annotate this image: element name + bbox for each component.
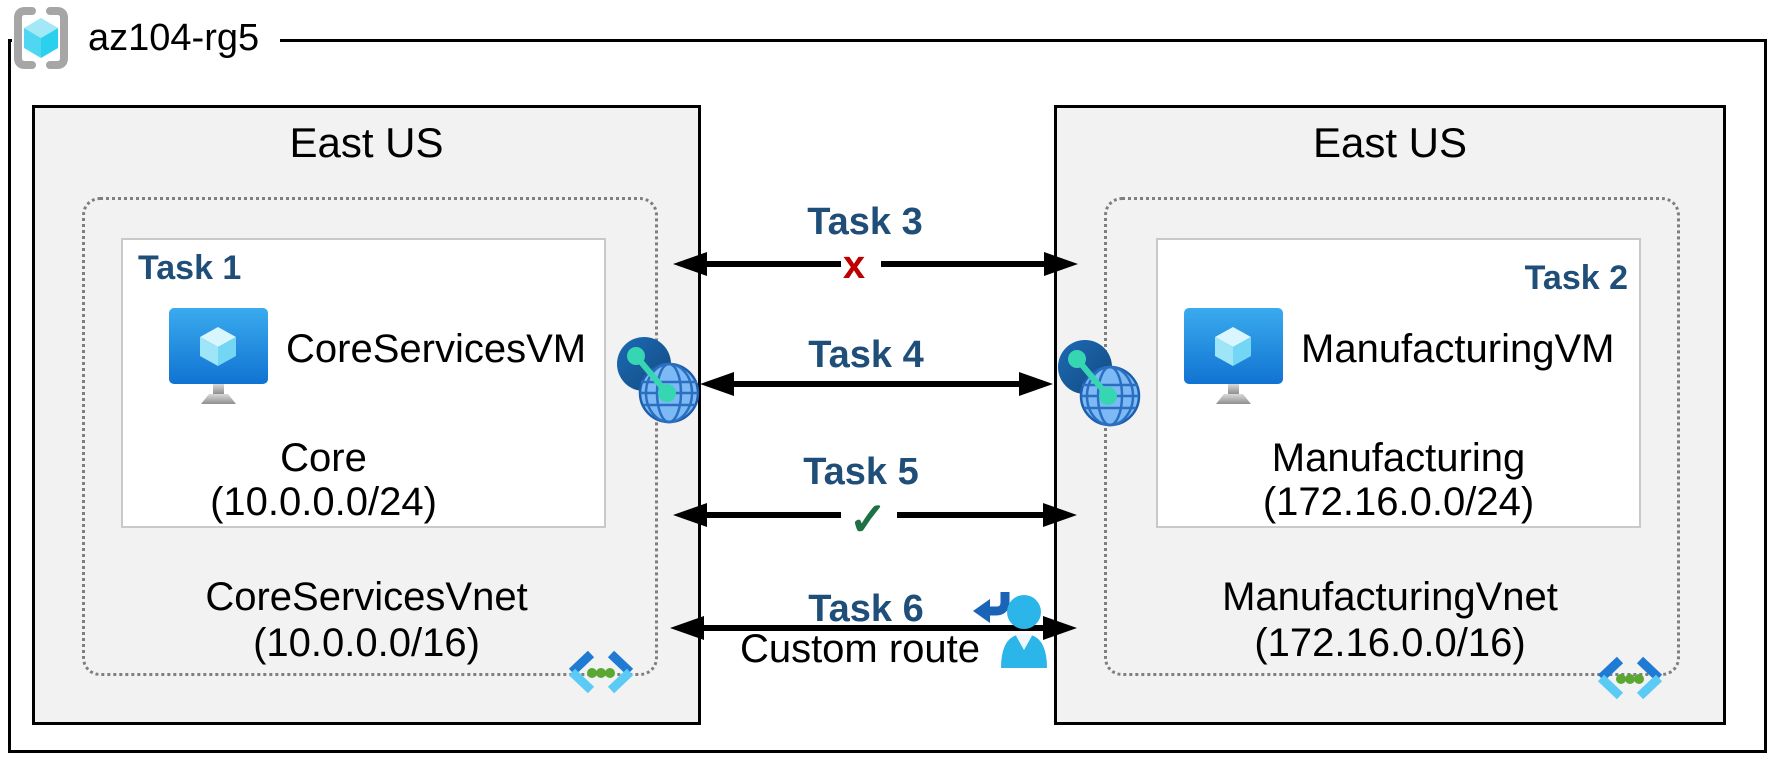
- vnet-manufacturing-box: [1104, 197, 1680, 676]
- vnet-coreservices-box: [82, 197, 658, 676]
- allowed-check-marker: ✓: [848, 493, 888, 545]
- resource-group-name: az104-rg5: [88, 16, 260, 59]
- virtual-machine-icon: [1184, 308, 1283, 404]
- region-core-eastus: East US Task 1 CoreSer: [32, 105, 701, 725]
- return-arrow-icon: [973, 592, 1010, 623]
- vnet-name: ManufacturingVnet: [1222, 575, 1558, 619]
- network-peering-icon: [1058, 340, 1141, 427]
- task-3-label: Task 3: [807, 201, 923, 243]
- virtual-network-icon: [1597, 656, 1663, 700]
- vnet-cidr: (10.0.0.0/16): [253, 621, 480, 665]
- region-manufacturing-eastus: East US Task 2 ManufacturingVM Manufactu…: [1054, 105, 1726, 725]
- resource-group-icon: [14, 6, 68, 69]
- subnet-cidr: (172.16.0.0/24): [1262, 480, 1535, 524]
- resource-group-border: [8, 39, 1767, 753]
- task-6-label: Task 6: [808, 588, 924, 630]
- task-5-arrow: [673, 503, 1077, 527]
- vm-name: ManufacturingVM: [1301, 327, 1615, 371]
- task-4-arrow: [700, 372, 1053, 396]
- subnet-cidr: (10.0.0.0/24): [210, 480, 437, 524]
- virtual-network-icon: [568, 650, 634, 694]
- task-3-arrow: [673, 252, 1078, 276]
- vm-name: CoreServicesVM: [286, 327, 587, 371]
- task-6-arrow: [670, 616, 1077, 640]
- custom-route-note: Custom route: [739, 627, 981, 671]
- subnet-name: Manufacturing: [1271, 436, 1526, 480]
- resource-group-label: az104-rg5: [12, 0, 280, 76]
- user-icon: [973, 592, 1047, 668]
- task-4-label: Task 4: [808, 334, 924, 376]
- network-peering-icon: [617, 337, 700, 424]
- subnet-core-box: Task 1 CoreServicesVM Core: [121, 238, 606, 528]
- task-5-label: Task 5: [803, 451, 919, 493]
- virtual-machine-icon: [169, 308, 268, 404]
- task-2-heading: Task 2: [1524, 259, 1628, 297]
- region-title: East US: [1312, 119, 1468, 166]
- blocked-x-marker: x: [842, 243, 866, 287]
- vnet-name: CoreServicesVnet: [205, 575, 528, 619]
- region-title: East US: [289, 119, 444, 166]
- vnet-cidr: (172.16.0.0/16): [1254, 621, 1526, 665]
- subnet-name: Core: [280, 436, 367, 480]
- task-1-heading: Task 1: [138, 249, 242, 287]
- subnet-manufacturing-box: Task 2 ManufacturingVM Manufacturing (17…: [1156, 238, 1641, 528]
